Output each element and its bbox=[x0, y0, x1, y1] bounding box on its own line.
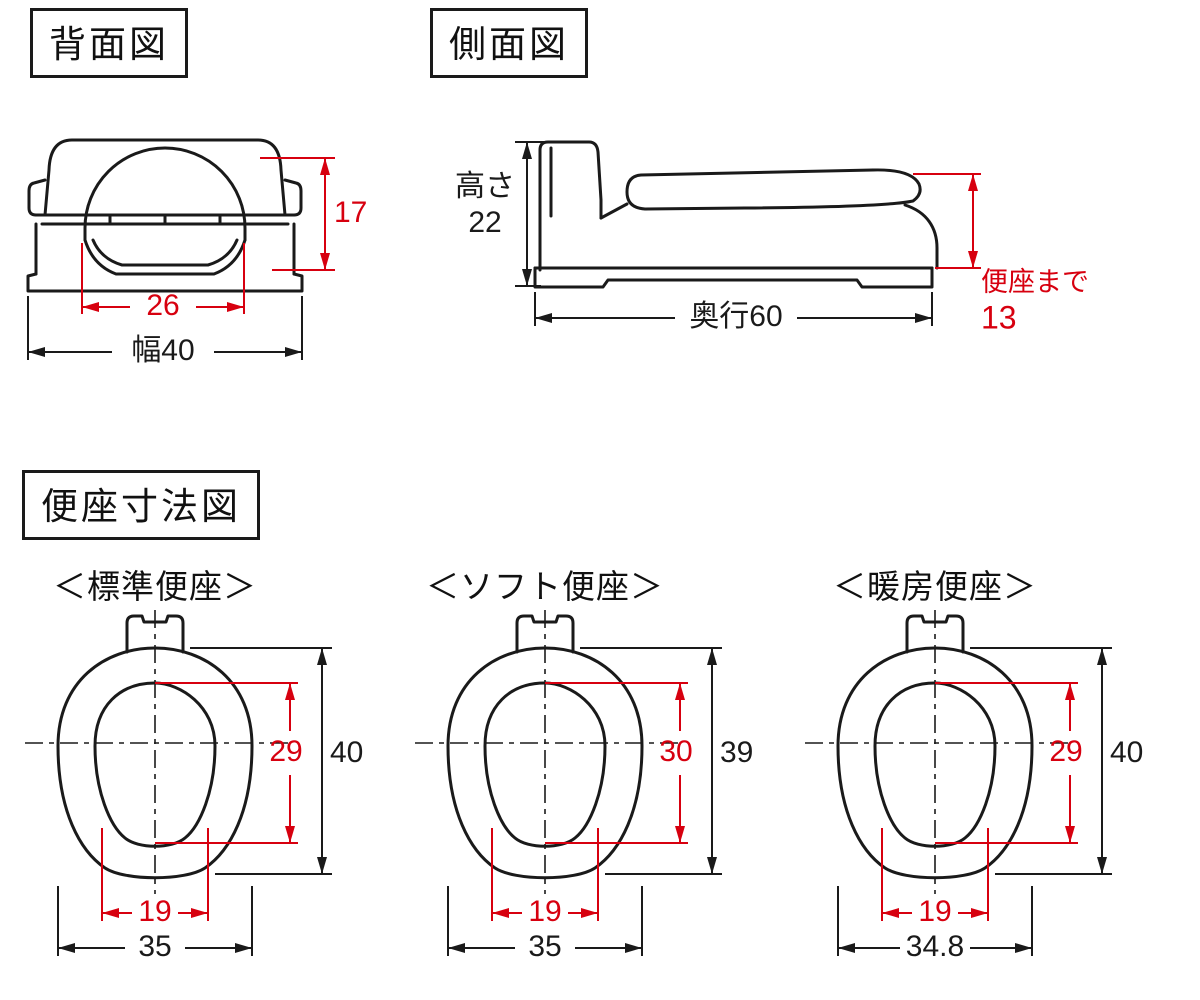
rear-view-figure: 17 26 幅40 bbox=[20, 128, 375, 378]
seat-width-dimension: 35 bbox=[57, 886, 253, 963]
bowl-front-profile bbox=[903, 203, 939, 270]
side-depth-dimension: 奥行60 bbox=[534, 292, 933, 333]
opening-width-dimension: 19 bbox=[881, 828, 989, 928]
backrest-shell bbox=[43, 138, 287, 217]
opening-height-dimension: 29 bbox=[935, 682, 1083, 844]
seat-diagram-standard: 29 40 19 35 bbox=[25, 610, 363, 963]
rear-inner-width-dimension: 26 bbox=[81, 243, 245, 322]
rear-width-dimension: 幅40 bbox=[27, 296, 303, 367]
rear-view-title-box: 背面図 bbox=[30, 8, 188, 78]
opening-width-value: 19 bbox=[918, 895, 951, 928]
seat-outer-ring bbox=[446, 646, 644, 880]
seat-variant-label: ＜暖房便座＞ bbox=[833, 568, 1037, 605]
seat-variant-label: ＜ソフト便座＞ bbox=[426, 568, 664, 605]
backrest-profile bbox=[538, 140, 603, 272]
opening-width-dimension: 19 bbox=[491, 828, 599, 928]
seat-diagram-heated: 29 40 19 34.8 bbox=[805, 610, 1143, 963]
seat-height-dimension: 39 bbox=[580, 647, 753, 875]
side-view-drawing: 高さ 22 奥行60 便座まで 13 bbox=[455, 140, 1089, 335]
seat-variant-heated: ＜暖房便座＞ 29 bbox=[780, 560, 1160, 1000]
side-height-dimension: 高さ 22 bbox=[455, 141, 545, 287]
side-height-value: 22 bbox=[468, 206, 501, 239]
opening-height-value: 30 bbox=[659, 735, 692, 768]
backrest-arch bbox=[83, 146, 247, 242]
opening-width-value: 19 bbox=[138, 895, 171, 928]
base-profile bbox=[533, 266, 934, 289]
opening-height-dimension: 30 bbox=[545, 682, 693, 844]
seat-height-dimension: 便座まで 13 bbox=[913, 173, 1089, 335]
opening-width-value: 19 bbox=[528, 895, 561, 928]
seat-height-dimension: 40 bbox=[190, 647, 363, 875]
seat-height-value: 39 bbox=[720, 736, 753, 769]
seat-dimensions-title: 便座寸法図 bbox=[41, 486, 241, 527]
seat-width-value: 35 bbox=[138, 930, 171, 963]
seat-width-value: 35 bbox=[528, 930, 561, 963]
side-height-label: 高さ bbox=[455, 170, 515, 203]
rear-width-value: 幅40 bbox=[131, 334, 194, 367]
seat-variant-standard: ＜標準便座＞ 29 bbox=[0, 560, 380, 1000]
rear-body-outline bbox=[26, 138, 304, 293]
seat-dimensions-title-box: 便座寸法図 bbox=[22, 470, 260, 540]
side-view-figure: 高さ 22 奥行60 便座まで 13 bbox=[445, 130, 1105, 345]
seat-variant-label: ＜標準便座＞ bbox=[53, 568, 257, 605]
seat-width-dimension: 34.8 bbox=[837, 886, 1033, 963]
base-outline bbox=[26, 272, 304, 293]
seat-height-value: 40 bbox=[330, 736, 363, 769]
to-seat-value: 13 bbox=[981, 299, 1017, 335]
rear-height-value: 17 bbox=[334, 196, 367, 229]
seat-variant-soft: ＜ソフト便座＞ 30 bbox=[390, 560, 770, 1000]
opening-height-value: 29 bbox=[269, 735, 302, 768]
side-depth-value: 奥行60 bbox=[689, 300, 782, 333]
to-seat-label: 便座まで bbox=[981, 267, 1089, 297]
right-armrest bbox=[283, 178, 303, 217]
seat-diagram-soft: 30 39 19 35 bbox=[415, 610, 753, 963]
seat-outer-ring bbox=[56, 646, 254, 880]
backrest-seat-joint bbox=[599, 202, 629, 220]
rear-view-title: 背面図 bbox=[49, 24, 169, 65]
bucket-rim bbox=[91, 238, 239, 267]
seat-profile bbox=[625, 168, 922, 211]
side-view-title-box: 側面図 bbox=[430, 8, 588, 78]
seat-height-value: 40 bbox=[1110, 736, 1143, 769]
seat-outer-ring bbox=[836, 646, 1034, 880]
rear-inner-width-value: 26 bbox=[146, 289, 179, 322]
rear-height-dimension: 17 bbox=[260, 157, 367, 271]
seat-height-dimension: 40 bbox=[970, 647, 1143, 875]
opening-height-value: 29 bbox=[1049, 735, 1082, 768]
rear-view-drawing: 17 26 幅40 bbox=[26, 138, 367, 367]
opening-width-dimension: 19 bbox=[101, 828, 209, 928]
side-body-outline bbox=[533, 140, 939, 289]
seat-width-value: 34.8 bbox=[906, 930, 964, 963]
bucket-outline bbox=[83, 238, 247, 276]
seat-width-dimension: 35 bbox=[447, 886, 643, 963]
opening-height-dimension: 29 bbox=[155, 682, 303, 844]
left-armrest bbox=[27, 178, 47, 217]
side-view-title: 側面図 bbox=[449, 24, 569, 65]
